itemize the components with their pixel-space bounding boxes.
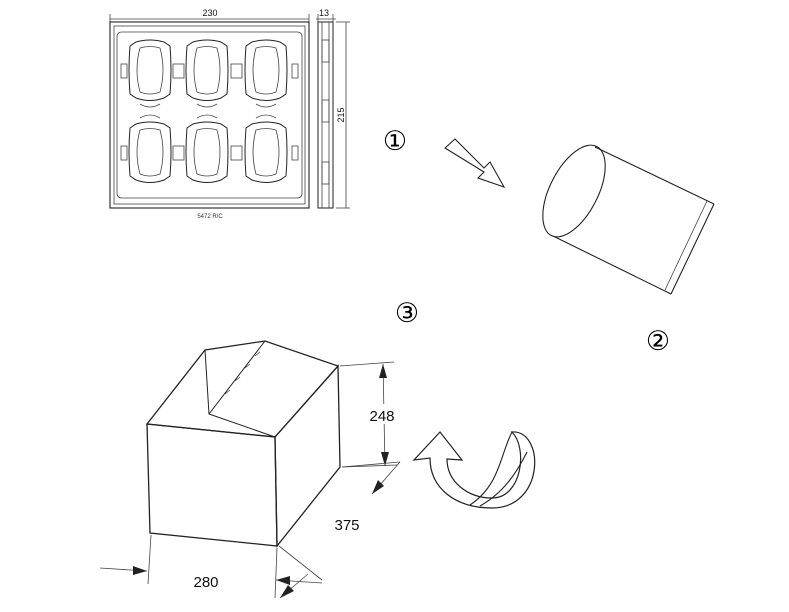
box-height-label: 248 xyxy=(369,408,394,425)
cavity-r1-c1 xyxy=(128,39,172,101)
box-tape-marks xyxy=(224,351,261,395)
bag-opening xyxy=(542,144,606,238)
cavity-r2-c2 xyxy=(185,121,229,183)
box-front-face xyxy=(146,423,278,547)
box-flap-fold xyxy=(204,349,276,438)
tray-flange xyxy=(116,31,303,199)
cavity-r1-c2 xyxy=(185,39,229,101)
bag-seal-line xyxy=(664,200,708,291)
tray-side-view: 13 215 xyxy=(316,8,350,209)
tray-model-label: 5472 R/C xyxy=(197,214,223,220)
tray-side-profile xyxy=(317,21,334,209)
tray-cavities xyxy=(128,39,288,183)
step-one-arrow-icon xyxy=(444,138,506,188)
tray-width-label: 230 xyxy=(202,8,217,18)
box-side-face xyxy=(274,364,341,548)
tray-outline xyxy=(109,21,310,209)
box-flap-seam xyxy=(208,340,266,415)
carton-box xyxy=(145,340,341,548)
bag-seal-edge xyxy=(670,203,715,295)
cavity-r2-c1 xyxy=(128,121,172,183)
tray-connector-tabs xyxy=(120,63,299,161)
tray-height-dimension: 215 xyxy=(336,21,350,209)
tray-depth-label: 13 xyxy=(319,8,329,18)
step-two-marker: ② xyxy=(646,326,670,357)
tray-inner-rim xyxy=(113,25,306,205)
rotate-arrow-icon xyxy=(412,431,536,509)
cavity-r1-c3 xyxy=(244,39,288,101)
box-width-dimension: 280 xyxy=(99,534,323,599)
tray-top-view: 230 xyxy=(109,8,310,220)
cavity-r2-c3 xyxy=(244,121,288,183)
tray-height-label: 215 xyxy=(336,107,346,122)
box-length-label: 375 xyxy=(334,517,359,534)
box-height-dimension: 248 xyxy=(339,361,402,468)
box-width-label: 280 xyxy=(193,574,218,591)
box-length-dimension: 375 xyxy=(278,461,401,599)
step-three-marker: ③ xyxy=(395,298,419,329)
box-top-face xyxy=(145,340,340,438)
step-one-marker: ① xyxy=(383,126,407,157)
bag-illustration xyxy=(542,144,715,295)
